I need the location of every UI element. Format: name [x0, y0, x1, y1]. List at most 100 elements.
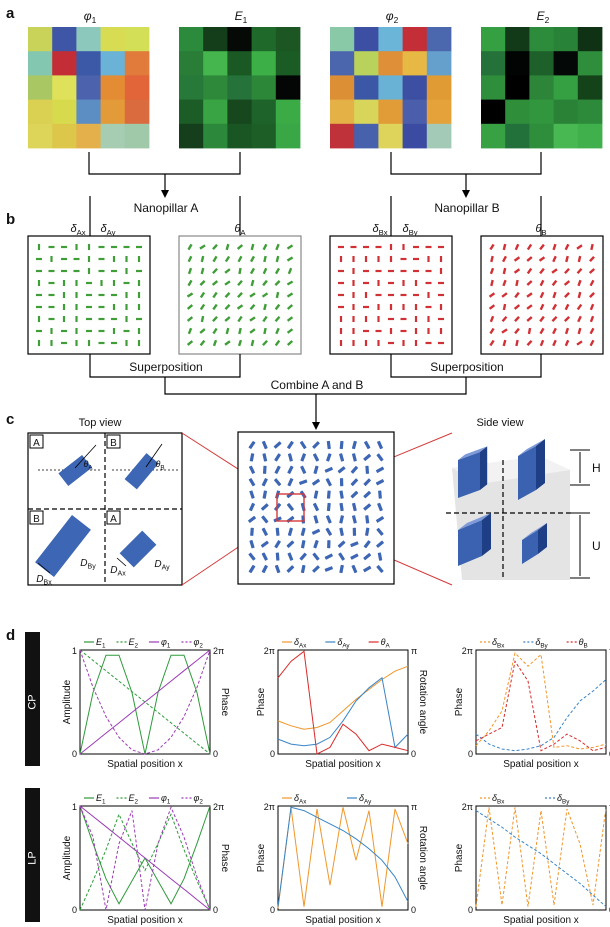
nanopillar	[87, 268, 91, 274]
map-cell	[76, 51, 101, 76]
nanopillar	[125, 304, 128, 310]
nanopillar	[62, 304, 66, 310]
nanopillar	[439, 256, 443, 262]
nanopillar	[352, 340, 355, 346]
nanopillar	[61, 245, 67, 249]
nanopillar	[590, 243, 594, 251]
legend-entry: φ2	[194, 637, 204, 649]
nanopillar	[515, 279, 519, 287]
nanopillar	[263, 303, 267, 311]
map-cell	[227, 75, 252, 100]
nanopillar	[339, 340, 343, 346]
nanopillar	[551, 316, 558, 322]
legend-entry: δAy	[337, 637, 350, 649]
map-cell	[52, 99, 77, 125]
nanopillar	[352, 292, 355, 298]
map-cell	[179, 27, 204, 52]
nanopillar	[48, 245, 55, 249]
nanopillar	[589, 255, 595, 263]
nanopillar	[262, 267, 268, 275]
dimension-label: DAx	[110, 565, 126, 578]
map-cell	[52, 51, 77, 76]
combined-pillar	[286, 540, 295, 548]
combined-pillar	[299, 440, 307, 450]
combined-pillar	[249, 490, 255, 499]
nanopillar	[363, 329, 369, 333]
nanopillar	[589, 339, 595, 347]
nanopillar	[186, 292, 194, 298]
combined-pillar	[261, 564, 268, 574]
nanopillar-box-3	[329, 235, 453, 355]
nanopillar	[73, 269, 80, 273]
combined-pillar	[311, 478, 321, 486]
nanopillar	[338, 305, 344, 309]
nanopillar	[339, 328, 343, 334]
u-label: U	[592, 539, 601, 553]
tick-label: 0	[213, 905, 218, 915]
nanopillar	[375, 269, 382, 273]
legend-entry: E2	[129, 637, 139, 649]
combined-pillar	[313, 465, 319, 474]
nanopillar	[249, 292, 256, 298]
nanopillar	[377, 256, 380, 262]
nanopillar	[551, 279, 558, 287]
nanopillar	[564, 292, 570, 298]
nanopillar	[112, 256, 116, 262]
combined-pillar	[377, 440, 383, 450]
nanopillar	[589, 315, 595, 323]
map-cell	[28, 123, 53, 149]
nanopillar	[212, 315, 218, 323]
panel-label-c: c	[6, 411, 14, 428]
map-cell	[275, 51, 301, 76]
map-cell	[275, 123, 301, 149]
nanopillar	[274, 339, 281, 347]
nanopillar	[111, 245, 117, 249]
nanopillar	[414, 304, 418, 310]
series-line	[79, 649, 211, 755]
svg-text:B: B	[110, 438, 117, 449]
legend-entry: δAx	[294, 793, 307, 805]
pillar-3d-4	[522, 523, 547, 564]
series-line	[277, 807, 409, 909]
y-axis-label: Phase	[454, 687, 465, 716]
combined-pillar	[375, 516, 385, 523]
map-cell	[505, 99, 530, 125]
map-cell	[481, 75, 506, 100]
map-cell	[124, 99, 150, 125]
combined-pillar	[352, 502, 357, 512]
series-line	[475, 810, 607, 908]
map-2: E1	[179, 9, 301, 149]
nanopillar	[187, 243, 193, 251]
combined-pillar	[376, 453, 384, 462]
combined-pillar	[339, 502, 344, 512]
pillar-b-top	[124, 453, 159, 490]
combined-pillar	[375, 466, 385, 473]
nanopillar	[112, 328, 116, 334]
combined-pillar	[351, 564, 358, 574]
superposition-right-label: Superposition	[430, 360, 503, 374]
nanopillar	[87, 256, 91, 262]
nanopillar	[48, 305, 55, 309]
map-cell	[577, 123, 603, 149]
combined-pillar	[363, 553, 372, 561]
plot-frame	[277, 805, 409, 911]
series-line	[79, 654, 211, 755]
nanopillar	[413, 293, 419, 297]
nanopillar	[50, 328, 53, 334]
nanopillar	[36, 329, 42, 333]
nanopillar	[111, 269, 117, 273]
superposition-right-bg	[418, 359, 516, 375]
nanopillar	[98, 293, 105, 297]
nanopillar	[199, 339, 206, 347]
row-label-lp: LP	[25, 788, 40, 922]
map-cell	[553, 75, 579, 100]
combined-pillar	[274, 540, 281, 549]
nanopillar	[339, 256, 343, 262]
nanopillar	[137, 292, 141, 298]
nanopillar	[514, 243, 520, 251]
map-cell	[426, 123, 452, 149]
nanopillar	[275, 327, 280, 335]
nanopillar	[526, 339, 533, 347]
map-cell	[426, 51, 452, 76]
